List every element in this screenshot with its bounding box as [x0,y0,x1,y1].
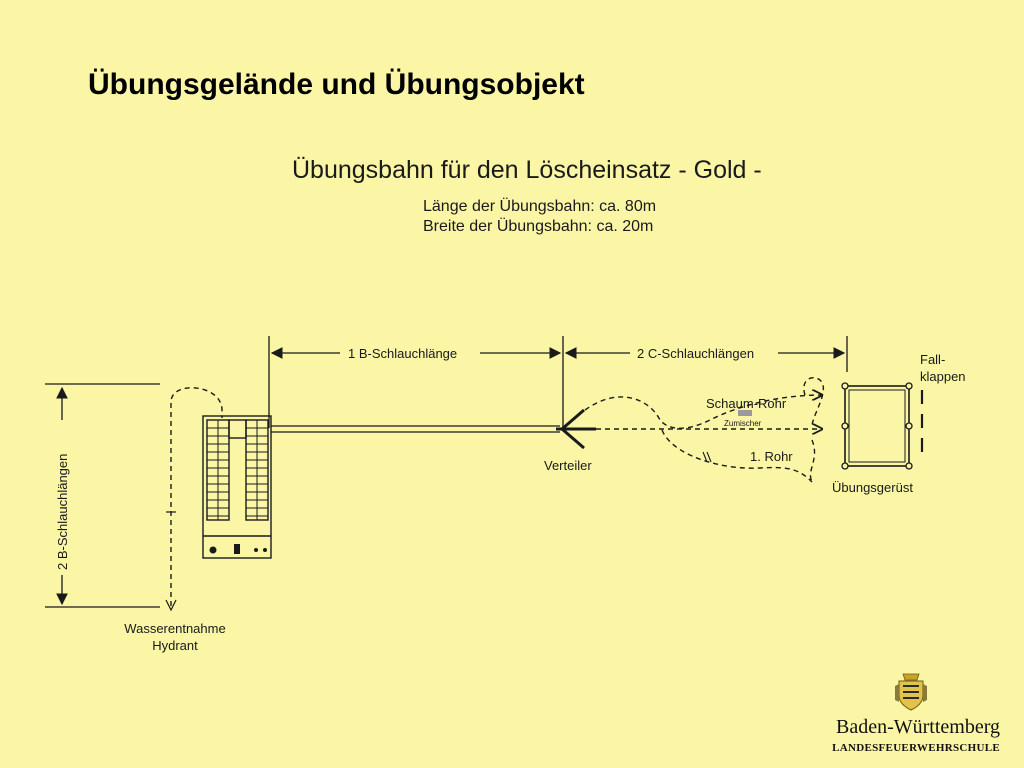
dimension-c-hoses-label: 2 C-Schlauchlängen [637,346,754,361]
fire-engine-pump-details [209,544,267,554]
distributor-symbol [556,408,596,450]
logo-subtitle: LANDESFEUERWEHRSCHULE [832,742,1000,754]
drop-flaps-label-2: klappen [920,369,966,384]
dimension-vertical-label: 2 B-Schlauchlängen [55,454,70,570]
fire-engine [202,415,272,559]
hydrant-label: Hydrant [152,638,198,653]
water-source-label: Wasserentnahme [124,621,225,636]
slide-title: Übungsgelände und Übungsobjekt [88,68,585,101]
dimension-c-hoses [564,336,848,372]
hose-coupling-marks [702,451,712,463]
course-width-note: Breite der Übungsbahn: ca. 20m [423,217,653,235]
logo-name: Baden-Württemberg [835,716,1000,738]
dimension-b-hose-label: 1 B-Schlauchlänge [348,346,457,361]
suction-hose-dashed [170,387,223,606]
first-pipe-label: 1. Rohr [750,449,793,464]
course-length-note: Länge der Übungsbahn: ca. 80m [423,197,656,215]
distributor-label: Verteiler [544,458,592,473]
foam-pipe-label: Schaum-Rohr [706,396,787,411]
training-frame [841,382,913,470]
coat-of-arms-icon [895,673,927,711]
c-hose-first-pipe [596,377,825,483]
foam-mixer-symbol [738,410,752,416]
c-hose-foam [584,395,822,429]
course-heading: Übungsbahn für den Löscheinsatz - Gold - [292,156,762,184]
b-hose [271,425,560,433]
suction-hose-mark [165,511,177,612]
foam-mixer-label: Zumischer [724,419,762,428]
training-frame-label: Übungsgerüst [832,480,913,495]
dimension-b-hose [268,336,564,428]
dimension-vertical [45,383,160,608]
drop-flaps-label-1: Fall- [920,352,945,367]
